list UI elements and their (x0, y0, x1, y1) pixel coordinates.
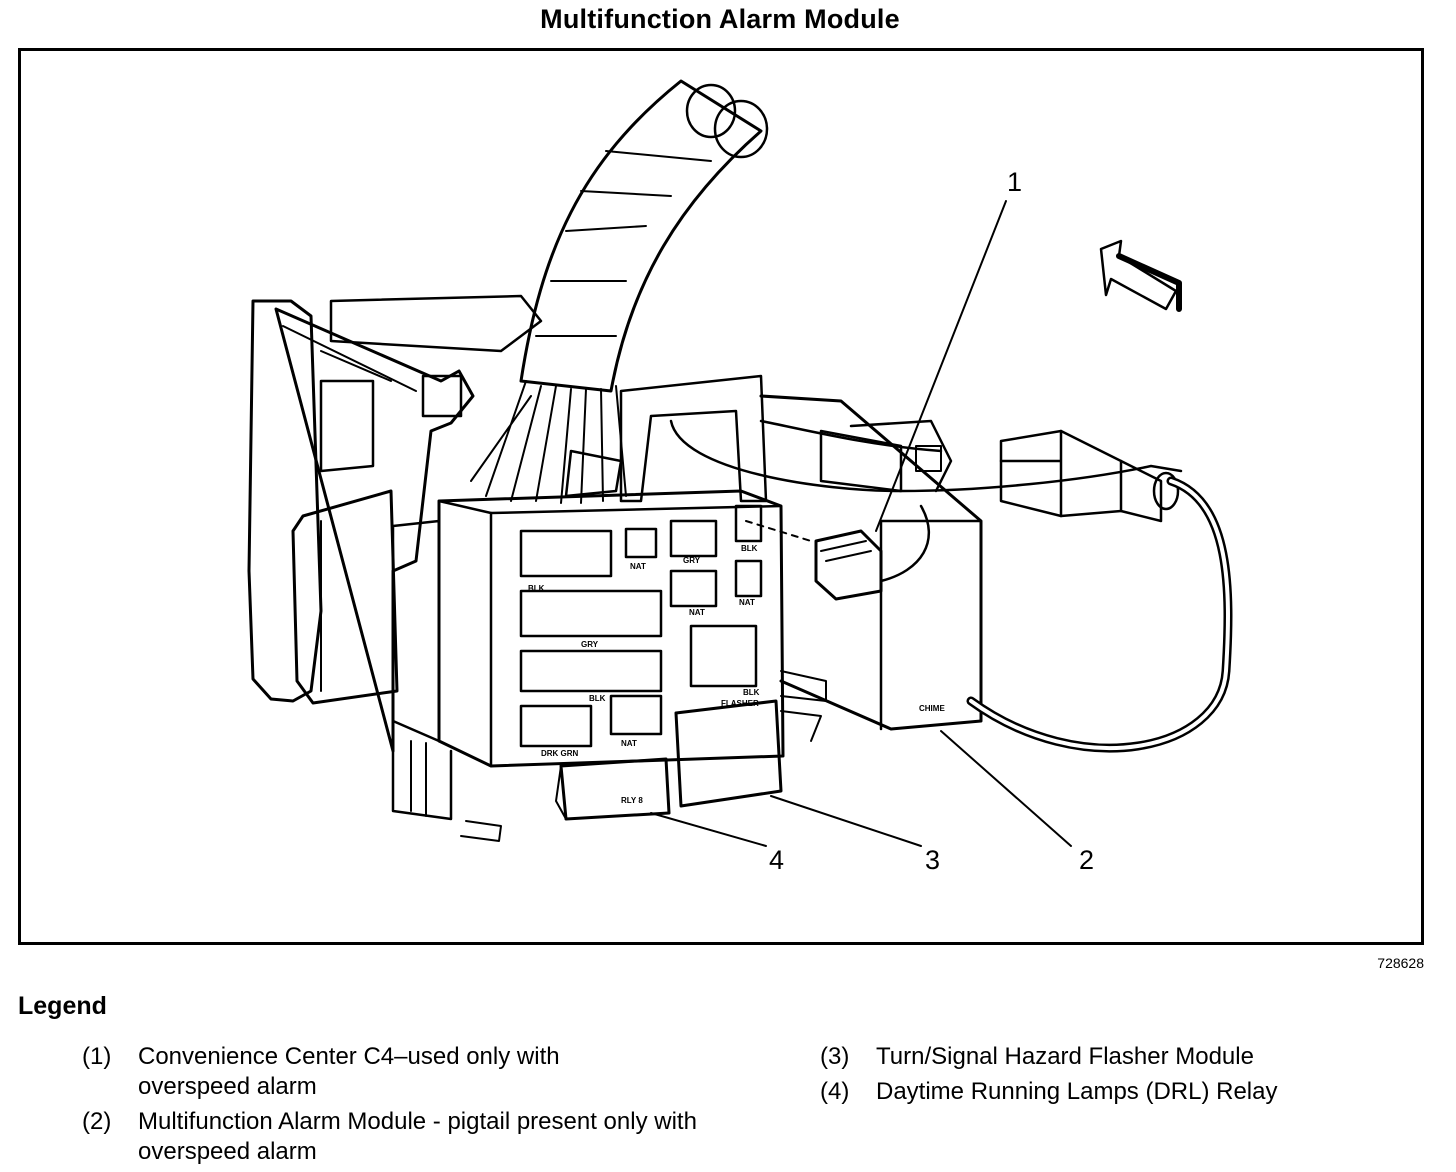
leader-line-3 (770, 795, 922, 847)
diagram-frame: BLK NAT GRY BLK NAT NAT GRY BLK BLK FLAS… (18, 48, 1424, 945)
pigtail-cable-loop (966, 476, 1233, 753)
label-blk-4: BLK (743, 688, 760, 697)
leader-line-4 (650, 812, 767, 847)
leader-line-2 (940, 730, 1072, 847)
label-blk-1: BLK (528, 584, 545, 593)
leader-line-1 (875, 200, 1007, 532)
rear-module (291, 489, 399, 705)
callout-1: 1 (1007, 167, 1022, 197)
drl-relay (559, 757, 671, 821)
flasher-module (674, 699, 783, 808)
legend-num: (4) (820, 1078, 850, 1105)
label-nat-2: NAT (689, 608, 705, 617)
callout-4: 4 (769, 845, 784, 875)
legend-num: (3) (820, 1043, 850, 1070)
legend-column-right: (3) Turn/Signal Hazard Flasher Module (4… (820, 1042, 1436, 1112)
label-nat-4: NAT (621, 739, 637, 748)
legend-item-4: (4) Daytime Running Lamps (DRL) Relay (820, 1077, 1436, 1107)
legend-text: Turn/Signal Hazard Flasher Module (876, 1043, 1254, 1070)
legend-item-3: (3) Turn/Signal Hazard Flasher Module (820, 1042, 1436, 1072)
wiring-harness (519, 79, 763, 393)
label-blk-3: BLK (589, 694, 606, 703)
label-dk-grn: DRK GRN (541, 749, 579, 758)
legend-num: (2) (82, 1108, 112, 1135)
label-blk-2: BLK (741, 544, 758, 553)
legend-text: Multifunction Alarm Module - pigtail pre… (138, 1108, 697, 1165)
legend-title: Legend (18, 992, 107, 1020)
diagram-title: Multifunction Alarm Module (540, 4, 900, 34)
pigtail-cable-upper (669, 419, 1183, 493)
callout-2: 2 (1079, 845, 1094, 875)
direction-arrow (1099, 239, 1178, 311)
label-flasher: FLASHER (721, 699, 759, 708)
label-nat-3: NAT (739, 598, 755, 607)
alarm-module-body (759, 394, 983, 731)
convenience-center-c4 (814, 529, 883, 601)
label-chime: CHIME (919, 704, 945, 713)
figure-id: 728628 (1377, 955, 1424, 971)
label-rly: RLY 8 (621, 796, 643, 805)
label-gry-1: GRY (683, 556, 701, 565)
mounting-plate (247, 299, 323, 703)
legend-num: (1) (82, 1043, 112, 1070)
legend-text: Convenience Center C4–used only with ove… (138, 1043, 560, 1100)
legend-column-left: (1) Convenience Center C4–used only with… (82, 1042, 698, 1172)
legend-item-1: (1) Convenience Center C4–used only with… (82, 1042, 698, 1102)
module-illustration: BLK NAT GRY BLK NAT NAT GRY BLK BLK FLAS… (247, 79, 1233, 875)
label-nat-1: NAT (630, 562, 646, 571)
label-gry-2: GRY (581, 640, 599, 649)
callout-3: 3 (925, 845, 940, 875)
legend-item-2: (2) Multifunction Alarm Module - pigtail… (82, 1107, 698, 1167)
legend-text: Daytime Running Lamps (DRL) Relay (876, 1078, 1278, 1105)
